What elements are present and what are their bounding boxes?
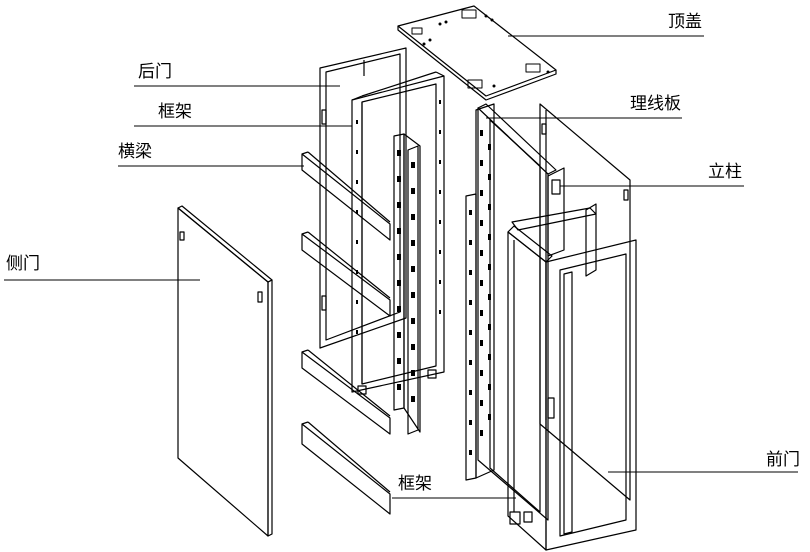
label-crossbeam: 横梁 — [118, 142, 152, 162]
label-side-door: 侧门 — [6, 254, 40, 274]
crossbeams — [301, 151, 391, 515]
crossbeam-4 — [301, 421, 391, 515]
crossbeam-2 — [301, 231, 391, 317]
side-door-part — [177, 205, 273, 537]
rear-door-part — [319, 47, 407, 349]
mounting-post-center — [393, 133, 421, 435]
front-door-part — [507, 225, 637, 551]
label-rear-door: 后门 — [138, 62, 172, 82]
upper-frame-part — [351, 71, 445, 395]
crossbeam-3 — [301, 349, 391, 435]
right-body-part — [465, 103, 631, 525]
leader-lines — [4, 35, 798, 499]
label-frame-lower: 框架 — [398, 474, 432, 494]
label-frame-upper: 框架 — [158, 102, 192, 122]
label-front-door: 前门 — [766, 450, 800, 470]
label-cable-manager: 理线板 — [630, 94, 681, 114]
label-top-cover: 顶盖 — [668, 12, 702, 32]
crossbeam-1 — [301, 151, 391, 241]
label-upright: 立柱 — [708, 162, 742, 182]
top-cover-part — [397, 5, 557, 101]
